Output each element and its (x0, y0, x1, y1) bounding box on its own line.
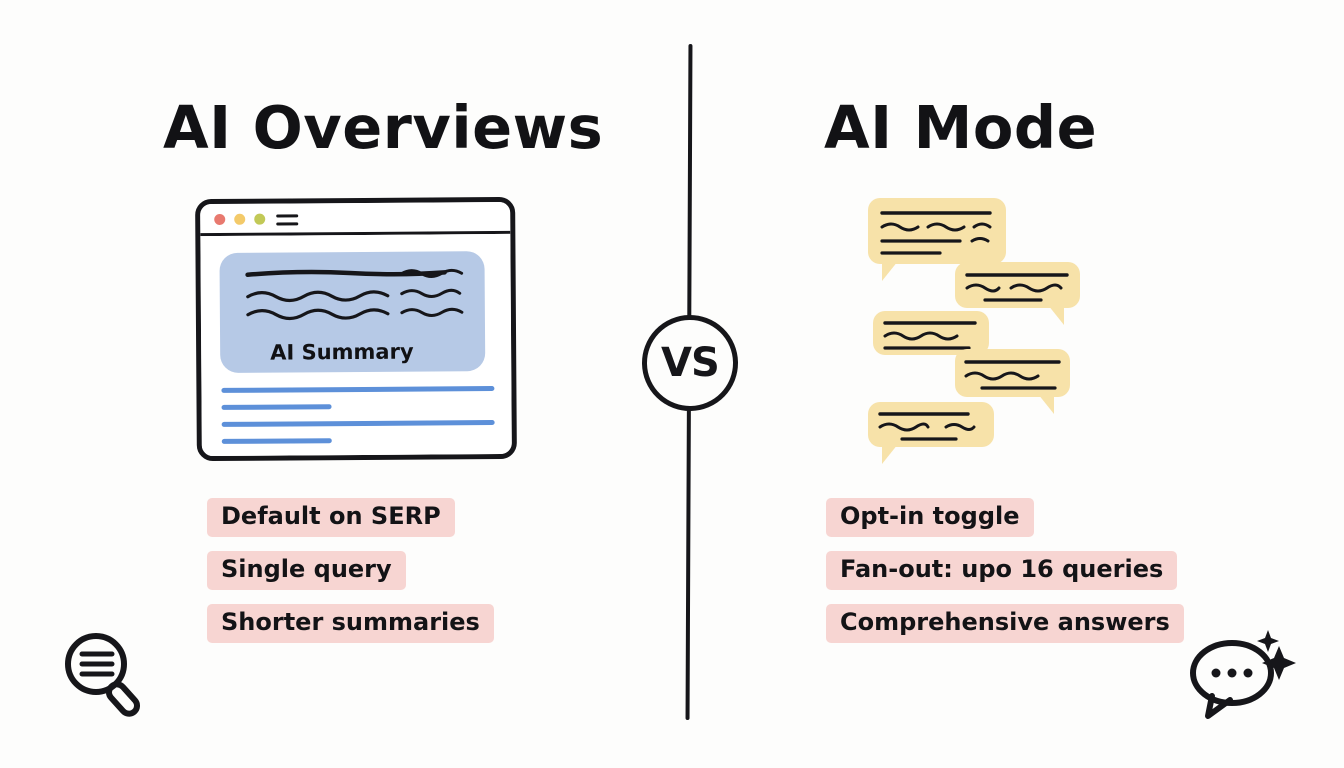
search-result-links (221, 386, 496, 456)
ai-summary-panel: AI Summary (219, 251, 486, 373)
browser-window-mock: AI Summary (195, 196, 517, 462)
right-column-title: AI Mode (824, 93, 1098, 162)
sparkle-small (1257, 630, 1279, 652)
bubble-squiggles (964, 360, 1061, 390)
hamburger-icon-line2 (276, 222, 299, 226)
feature-chip-fan-out-queries: Fan-out: upo 16 queries (826, 551, 1178, 591)
chat-bubble (873, 311, 989, 355)
chat-bubble (868, 402, 994, 464)
chat-bubble (955, 349, 1070, 414)
maximize-dot-icon (254, 213, 266, 225)
bubble-squiggles (965, 273, 1069, 302)
result-link-line (221, 438, 332, 444)
ai-summary-label: AI Summary (270, 339, 414, 365)
minimize-dot-icon (234, 213, 246, 225)
chat-bubble (955, 262, 1080, 325)
chat-sparkle-icon (1186, 626, 1296, 730)
bubble-squiggles (880, 211, 992, 255)
sparkle-large (1262, 646, 1296, 680)
feature-chip-shorter-summaries: Shorter summaries (207, 604, 494, 644)
vs-badge: VS (641, 314, 739, 412)
result-link-line (221, 404, 332, 410)
bubble-squiggles (883, 321, 977, 350)
hamburger-icon (276, 214, 299, 218)
result-link-line (221, 386, 495, 393)
bubble-tail (882, 261, 898, 281)
search-list-icon (58, 628, 154, 728)
chat-bubble (868, 198, 1006, 281)
bubble-tail (882, 444, 898, 464)
browser-title-bar (200, 201, 511, 237)
close-dot-icon (214, 213, 226, 225)
result-link-line (221, 420, 495, 427)
feature-chip-default-on-serp: Default on SERP (207, 498, 455, 538)
vs-label: VS (661, 340, 719, 387)
bubble-tail (1048, 305, 1064, 325)
feature-chip-comprehensive-answers: Comprehensive answers (826, 604, 1184, 644)
browser-viewport: AI Summary (200, 233, 512, 462)
ai-panel-squiggles (245, 268, 464, 321)
left-column-title: AI Overviews (163, 93, 604, 162)
feature-chip-opt-in-toggle: Opt-in toggle (826, 498, 1034, 538)
feature-chip-single-query: Single query (207, 551, 406, 591)
bubble-squiggles (878, 412, 976, 441)
bubble-tail (1038, 394, 1054, 414)
